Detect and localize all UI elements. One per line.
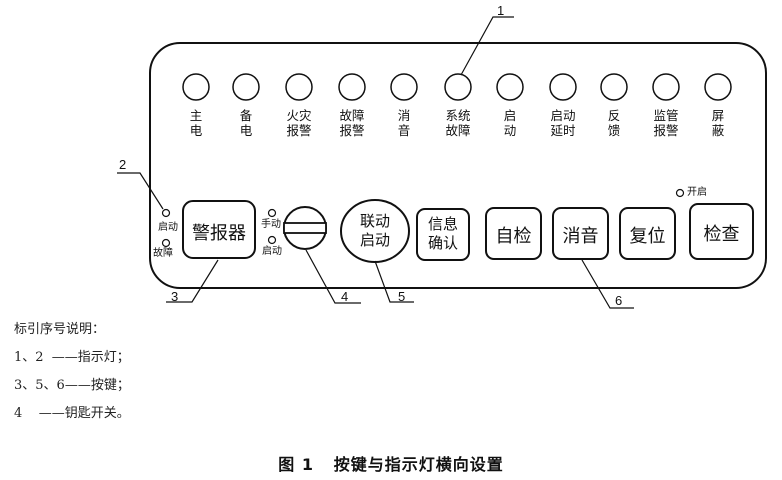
key-switch-slot [283,222,327,234]
indicator-label-feedback: 反馈 [607,108,621,138]
info-button-frame [416,208,470,261]
manual-indicator-dot [267,208,277,218]
indicator-lamp [390,73,418,101]
alarm-button[interactable]: 警报器 [192,223,246,244]
reset-button-frame [619,207,676,260]
leader-line-4 [305,249,361,304]
indicator-label-supervisory-alarm: 监管报警 [653,108,679,138]
leader-line-3 [166,259,219,303]
callout-3: 3 [171,289,179,304]
info-confirm-button[interactable]: 信息确认 [427,215,458,252]
start-indicator-dot [161,208,171,218]
alarm-button-frame [182,200,256,259]
callout-2: 2 [119,157,127,172]
legend-line-1: 1、2 ——指示灯； [14,350,130,365]
legend-line-2: 3、5、6——按键； [14,378,130,393]
auto-indicator-dot [267,235,277,245]
fault-indicator-label: 故障 [153,248,173,259]
manual-mode-label: 手动 [261,219,281,230]
leader-line-2 [117,172,164,210]
callout-6: 6 [615,293,623,308]
figure-caption: 图 1 按键与指示灯横向设置 [278,455,504,474]
check-button-frame [689,203,754,260]
auto-mode-label: 启动 [262,246,282,257]
indicator-lamp [444,73,472,101]
callout-4: 4 [341,289,349,304]
reset-button[interactable]: 复位 [629,226,666,247]
panel-outline [149,42,767,289]
leader-line-6 [581,259,634,309]
leader-line-1 [460,16,514,76]
open-indicator-dot [675,188,685,198]
indicator-label-start: 启动 [503,108,517,138]
indicator-lamps [182,73,732,101]
indicator-label-fire-alarm: 火灾报警 [286,108,312,138]
indicator-lamp [285,73,313,101]
indicator-lamp [652,73,680,101]
indicator-lamp [600,73,628,101]
leader-line-5 [374,260,414,303]
indicator-lamp [232,73,260,101]
legend-title: 标引序号说明： [14,322,106,337]
silence-button[interactable]: 消音 [562,226,599,247]
indicator-lamp [549,73,577,101]
start-indicator-label: 启动 [158,222,178,233]
callout-1: 1 [497,3,505,18]
indicator-label-fault-alarm: 故障报警 [339,108,365,138]
indicator-label-shield: 屏蔽 [711,108,725,138]
check-button[interactable]: 检查 [703,224,740,245]
indicator-label-start-delay: 启动延时 [550,108,576,138]
open-indicator-label: 开启 [687,187,707,198]
indicator-lamp [182,73,210,101]
linkage-start-button[interactable]: 联动启动 [359,212,390,249]
fault-indicator-dot [161,238,171,248]
self-test-button-frame [485,207,542,260]
silence-button-frame [552,207,609,260]
indicator-label-backup-power: 备电 [239,108,253,138]
self-test-button[interactable]: 自检 [495,226,532,247]
indicator-label-main-power: 主电 [189,108,203,138]
indicator-label-system-fault: 系统故障 [445,108,471,138]
legend-line-3: 4 ——钥匙开关。 [14,406,130,421]
indicator-lamp [704,73,732,101]
indicator-lamp [338,73,366,101]
indicator-lamp [496,73,524,101]
callout-5: 5 [398,289,406,304]
indicator-label-silence: 消音 [397,108,411,138]
